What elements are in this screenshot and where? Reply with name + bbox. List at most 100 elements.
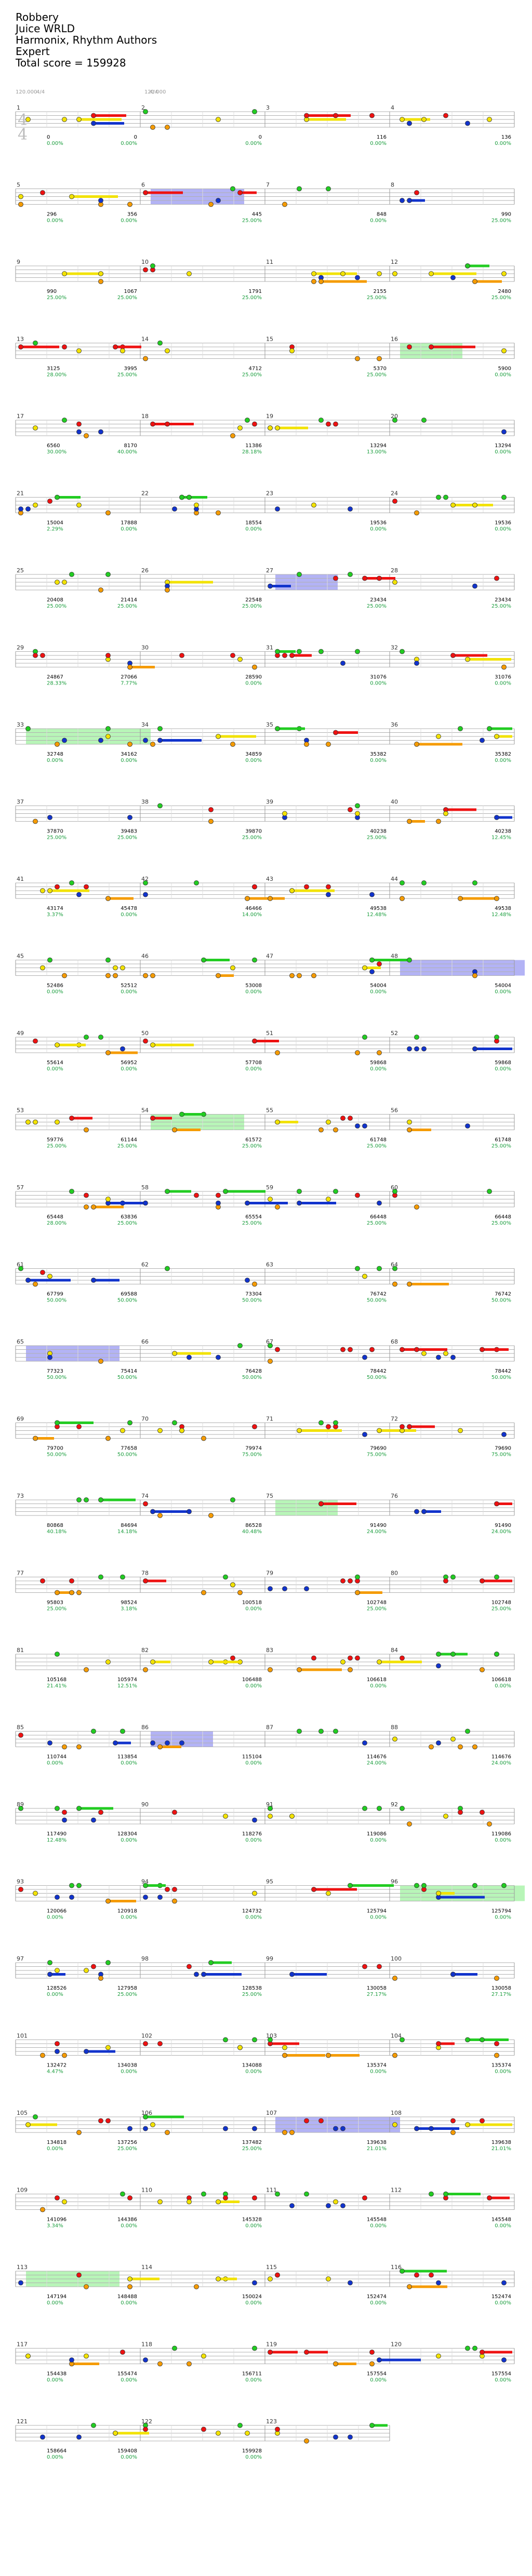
measure-number: 51 <box>266 1030 273 1037</box>
note-gem <box>275 649 280 654</box>
note-gem <box>252 2195 257 2201</box>
note-gem <box>407 1281 412 1287</box>
measure-percent: 25.00% <box>117 2146 137 2152</box>
measure-percent: 25.00% <box>367 1144 387 1149</box>
song-charter: Harmonix, Rhythm Authors <box>16 34 157 46</box>
measure-number: 82 <box>141 1647 149 1654</box>
note-gem <box>194 1971 199 1977</box>
measure-percent: 0.00% <box>121 1066 137 1072</box>
note-gem <box>392 1736 397 1742</box>
measure-score: 120066 <box>47 1909 66 1914</box>
note-gem <box>143 2426 148 2432</box>
note-gem <box>340 1659 345 1665</box>
note-gem <box>326 1197 331 1202</box>
note-gem <box>414 2126 419 2131</box>
note-gem <box>76 2272 82 2278</box>
note-gem <box>465 2345 470 2351</box>
note-gem <box>392 1266 397 1271</box>
note-gem <box>98 429 103 435</box>
measure-percent: 25.00% <box>367 835 387 841</box>
note-gem <box>150 1509 155 1514</box>
measure-percent: 24.00% <box>491 1529 511 1535</box>
measure-score: 49538 <box>370 906 387 911</box>
note-gem <box>47 957 52 963</box>
note-gem <box>407 1821 412 1827</box>
measure-score: 158664 <box>47 2448 66 2454</box>
note-gem <box>40 888 45 893</box>
note-gem <box>55 1590 60 1595</box>
note-gem <box>201 1971 206 1977</box>
measure-number: 62 <box>141 1262 149 1268</box>
measure-number: 29 <box>17 645 24 651</box>
note-gem <box>480 1347 485 1352</box>
measure-percent: 0.00% <box>121 1837 137 1843</box>
measure-number: 41 <box>17 876 24 882</box>
note-gem <box>289 1814 295 1819</box>
note-gem <box>179 494 184 500</box>
measure-number: 96 <box>391 1879 398 1885</box>
measure-number: 35 <box>266 721 273 728</box>
note-gem <box>450 1574 456 1580</box>
measure-score: 79974 <box>245 1446 262 1452</box>
measure-number: 12 <box>391 259 398 265</box>
note-gem <box>252 2126 257 2131</box>
measure-percent: 0.00% <box>47 2378 63 2383</box>
measure-percent: 28.18% <box>242 449 262 455</box>
note-gem <box>172 1127 177 1133</box>
note-gem <box>487 726 492 731</box>
note-gem <box>216 2199 221 2205</box>
note-gem <box>55 1119 60 1125</box>
measure-score: 37870 <box>47 829 63 835</box>
note-gem <box>143 356 148 361</box>
note-gem <box>165 348 170 354</box>
note-gem <box>120 1574 125 1580</box>
note-gem <box>105 510 111 516</box>
measure-percent: 0.00% <box>370 2223 387 2229</box>
note-gem <box>230 742 235 747</box>
measure-percent: 0.00% <box>121 2069 137 2075</box>
note-gem <box>230 186 235 192</box>
note-gem <box>304 2118 309 2124</box>
song-header: Robbery Juice WRLD Harmonix, Rhythm Auth… <box>16 11 157 69</box>
measure-number: 94 <box>141 1879 149 1885</box>
note-gem <box>245 2431 250 2436</box>
measure-score: 65448 <box>47 1214 63 1220</box>
measure-percent: 25.00% <box>242 1144 262 1149</box>
note-gem <box>494 815 499 820</box>
measure-score: 110744 <box>47 1754 66 1760</box>
measure-score: 132472 <box>47 2063 66 2069</box>
measure-score: 118276 <box>242 1831 262 1837</box>
measure-percent: 25.00% <box>367 1220 387 1226</box>
note-gem <box>143 190 148 195</box>
measure-percent: 25.00% <box>117 603 137 609</box>
note-gem <box>157 726 163 731</box>
measure-score: 102748 <box>491 1600 511 1606</box>
note-gem <box>282 2052 287 2058</box>
measure-score: 139638 <box>491 2140 511 2145</box>
measure-percent: 0.00% <box>245 1761 262 1766</box>
note-gem <box>377 1266 382 1271</box>
measure-score: 34859 <box>245 752 262 757</box>
measure-percent: 0.00% <box>495 1837 511 1843</box>
measure-score: 31076 <box>370 675 387 680</box>
note-gem <box>105 1197 111 1202</box>
measure-score: 67799 <box>47 1292 63 1297</box>
note-gem <box>47 815 52 820</box>
total-score: Total score = 159928 <box>16 57 126 69</box>
note-gem <box>179 1111 184 1117</box>
note-gem <box>501 2280 507 2286</box>
measure-number: 14 <box>141 336 149 343</box>
note-gem <box>297 1667 302 1672</box>
measure-number: 83 <box>266 1647 273 1654</box>
measure-percent: 14.18% <box>117 1529 137 1535</box>
note-gem <box>143 1501 148 1507</box>
note-gem <box>421 1351 427 1356</box>
note-gem <box>252 1817 257 1823</box>
note-gem <box>25 1119 31 1125</box>
note-gem <box>311 271 316 276</box>
note-gem <box>275 726 280 731</box>
note-gem <box>297 649 302 654</box>
measure-score: 156711 <box>242 2371 262 2377</box>
measure-number: 99 <box>266 1955 273 1962</box>
note-gem <box>400 880 405 886</box>
